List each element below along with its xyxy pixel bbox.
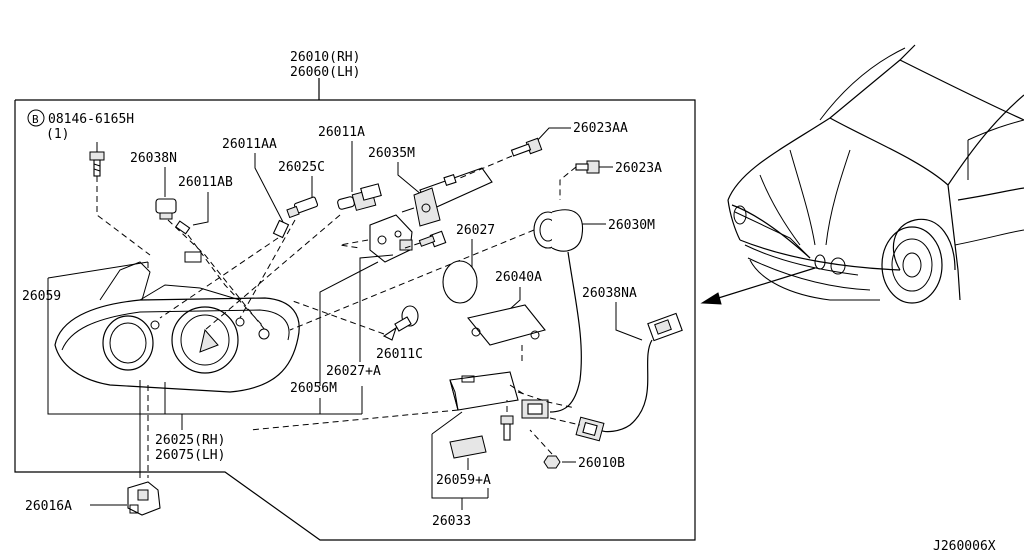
part-label-26011C: 26011C	[376, 347, 423, 362]
leveling-actuator-icon	[401, 167, 493, 227]
part-label-26027A: 26027+A	[326, 364, 381, 379]
part-label-26033: 26033	[432, 514, 471, 529]
part-label-26025C: 26025C	[278, 160, 325, 175]
vehicle-illustration	[727, 44, 1024, 304]
part-label-26040A: 26040A	[495, 270, 542, 285]
assembly-number-rh: 26010(RH)	[290, 50, 360, 65]
bulb-26011C-icon	[382, 305, 419, 341]
nut-icon	[543, 455, 561, 469]
headlamp-housing	[54, 251, 300, 393]
part-label-26023AA: 26023AA	[573, 121, 628, 136]
part-label-26075LH: 26075(LH)	[155, 448, 225, 463]
bolt-badge-icon	[27, 109, 45, 127]
bolt-reference: B 08146-6165H (1)	[27, 109, 151, 256]
label-sticker-icon	[449, 435, 487, 459]
part-label-26027: 26027	[456, 223, 495, 238]
part-label-26038N: 26038N	[130, 151, 177, 166]
part-label-26011A: 26011A	[318, 125, 365, 140]
wedge-bulb-icon	[175, 220, 191, 235]
part-label-26011AA: 26011AA	[222, 137, 277, 152]
ballast-unit-icon	[449, 371, 519, 411]
seal-cap-icon	[442, 260, 478, 304]
harness-plug-icon	[647, 312, 683, 342]
part-label-26010B: 26010B	[578, 456, 625, 471]
bulb-socket-26025C-icon	[286, 196, 319, 219]
part-label-26016A: 26016A	[25, 499, 72, 514]
harness-socket-icon	[575, 416, 605, 442]
halogen-bulb-icon	[337, 183, 382, 211]
part-label-26011AB: 26011AB	[178, 175, 233, 190]
bolt-badge-letter: B	[32, 113, 39, 126]
bolt-part-number: 08146-6165H	[48, 112, 134, 127]
bolt-quantity: (1)	[46, 127, 69, 142]
screw-26023A-icon	[575, 160, 600, 174]
part-label-26038NA: 26038NA	[582, 286, 637, 301]
part-label-26023A: 26023A	[615, 161, 662, 176]
assembly-frame	[14, 78, 696, 541]
harness-connector-icon	[521, 399, 549, 419]
part-label-26059A: 26059+A	[436, 473, 491, 488]
part-label-26025RH: 26025(RH)	[155, 433, 225, 448]
socket-cap-icon	[533, 209, 584, 252]
bulb-socket-icon	[155, 198, 177, 220]
mounting-plate-icon	[467, 304, 546, 346]
bolt-icon	[89, 151, 105, 161]
bulb-26011AA-icon	[272, 219, 290, 239]
screw-ballast-icon	[500, 415, 514, 441]
assembly-number-lh: 26060(LH)	[290, 65, 360, 80]
part-label-26035M: 26035M	[368, 146, 415, 161]
part-label-26059: 26059	[22, 289, 61, 304]
location-arrow-icon	[700, 267, 816, 305]
diagram-code: J260006X	[933, 539, 996, 554]
screw-26023AA-icon	[510, 137, 543, 157]
part-label-26030M: 26030M	[608, 218, 655, 233]
retaining-clip-icon	[127, 481, 161, 516]
screw-icon	[418, 230, 447, 248]
part-label-26056M: 26056M	[290, 381, 337, 396]
bulb-holder-bracket-icon	[369, 214, 413, 263]
